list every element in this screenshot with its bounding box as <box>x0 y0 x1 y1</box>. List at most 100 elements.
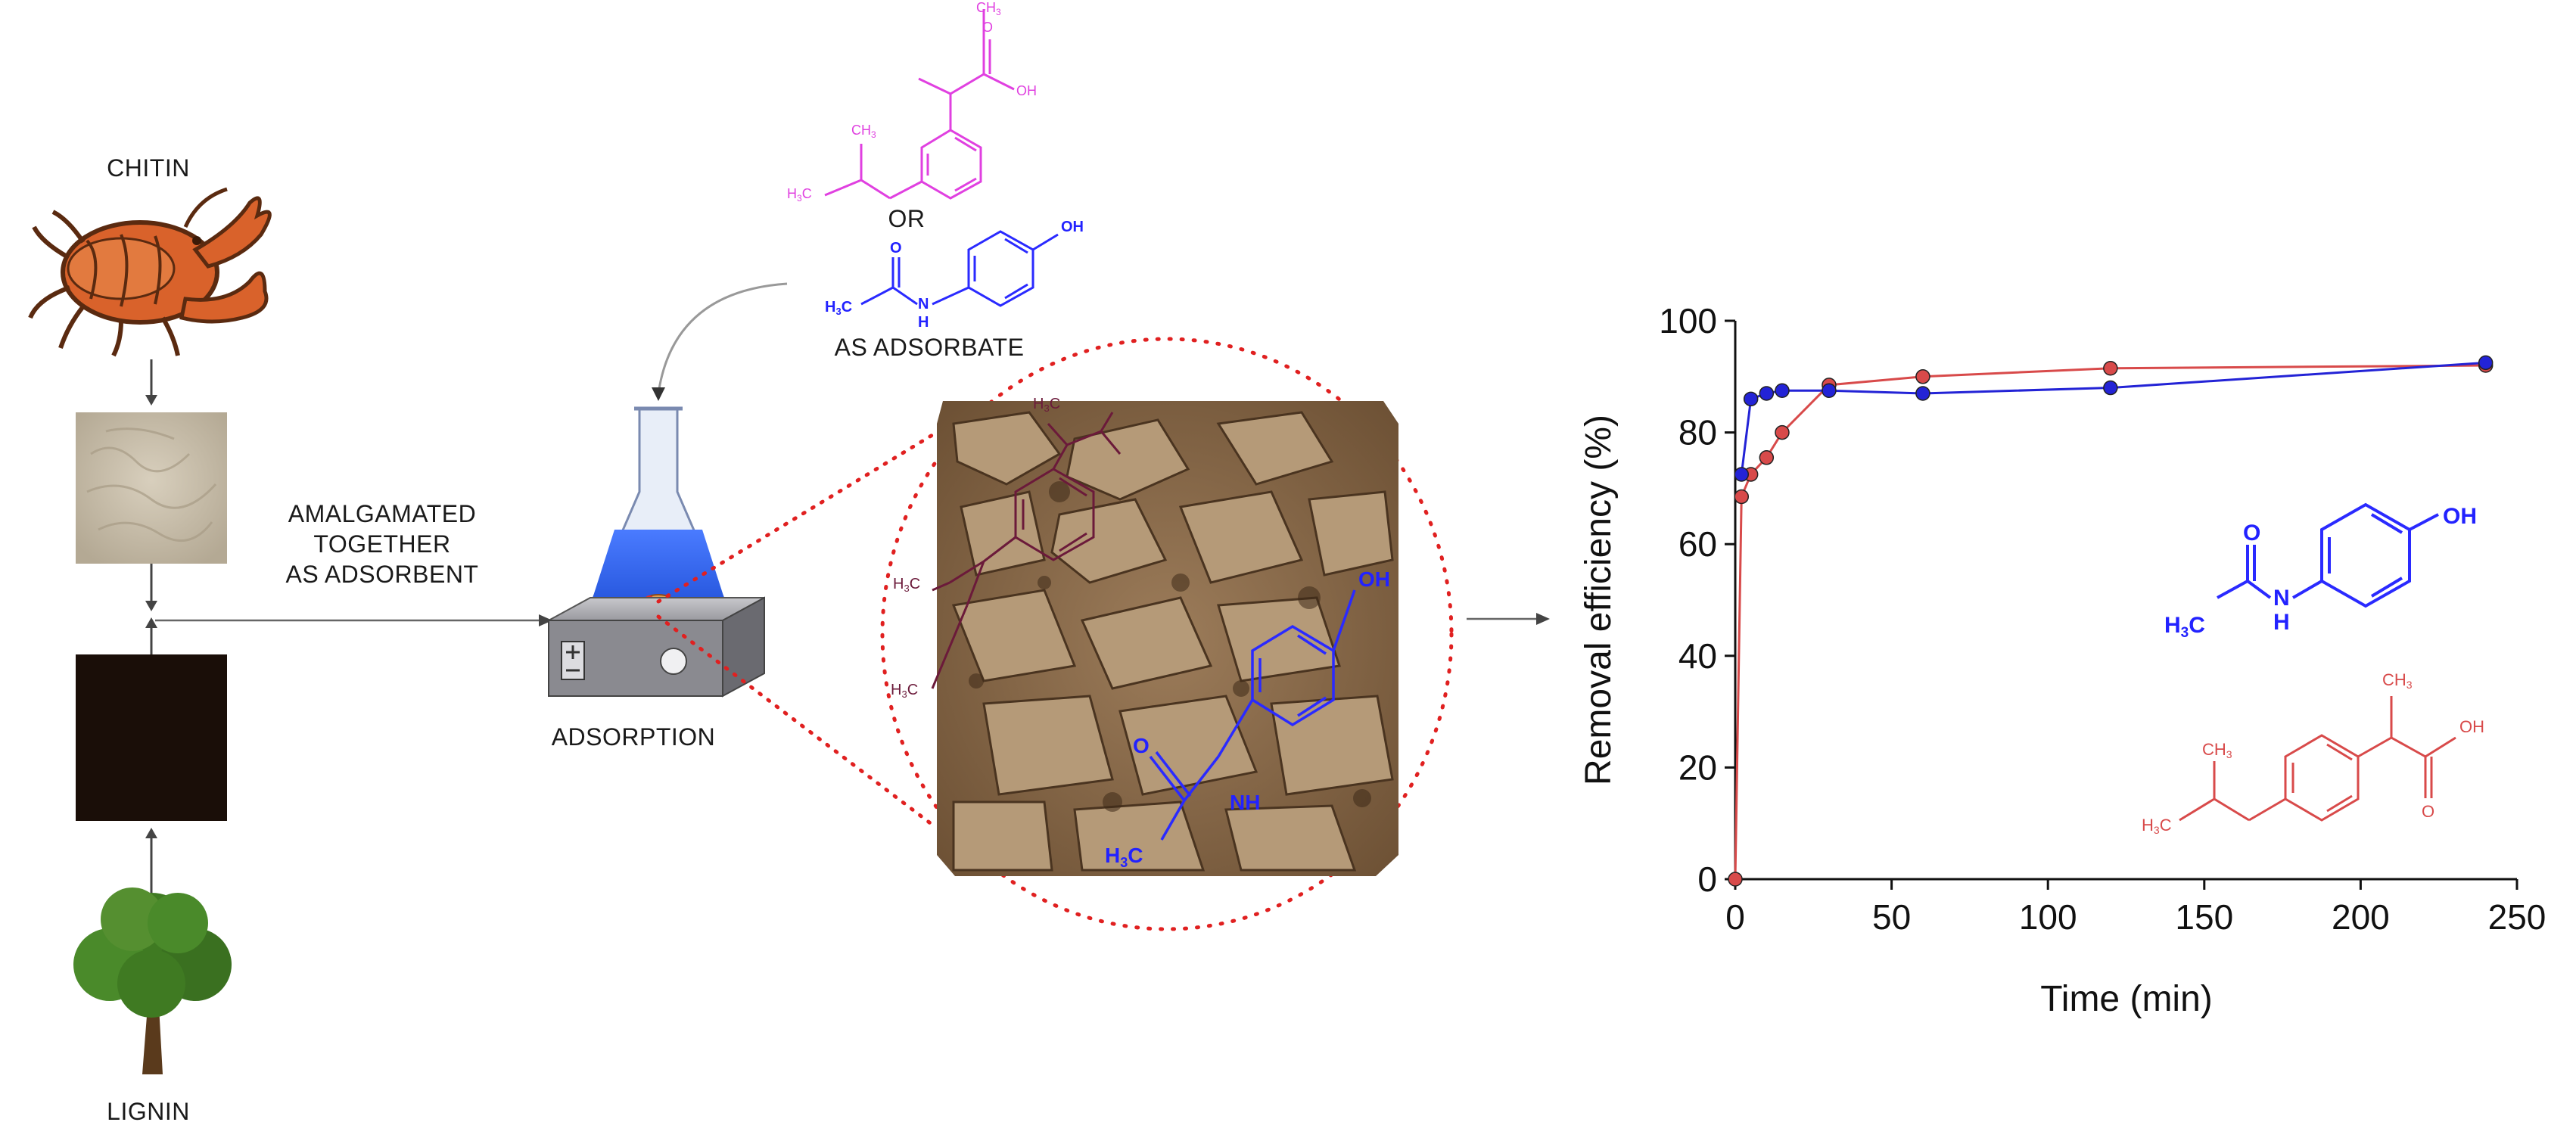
lobster-icon <box>28 187 272 357</box>
ibuprofen-overlay <box>949 412 1122 606</box>
arrowhead-lignin-up <box>145 617 157 628</box>
series-line-0 <box>1734 364 2486 880</box>
h3c-sub-2: 3 <box>835 306 841 317</box>
h3c-text: H <box>787 186 797 201</box>
svg-text:H3C: H3C <box>787 186 812 204</box>
h3c-sub-8: 3 <box>2154 824 2160 836</box>
amalgamated-line2: TOGETHER <box>313 530 450 558</box>
paracetamol-legend-labels: OH O N H H3C <box>2164 504 2477 641</box>
nh-label: NH <box>1230 791 1260 814</box>
x-tick-label: 150 <box>2175 897 2233 937</box>
adsorbent-micrograph <box>937 401 1398 876</box>
ibuprofen-top-labels: CH3 OH O CH3 H3C <box>787 0 1037 204</box>
h3c-text-3: H <box>1033 396 1044 412</box>
h3c-sub: 3 <box>797 193 802 204</box>
o-label: O <box>982 20 993 35</box>
x-tick-label: 50 <box>1872 897 1911 937</box>
h3c-text-2: H <box>825 299 835 316</box>
ibuprofen-legend-labels: CH3 OH O CH3 H3C <box>2142 670 2484 836</box>
y-tick-label: 80 <box>1678 413 1717 452</box>
oh-label-5: OH <box>2459 717 2484 736</box>
arrowhead-to-adsorption <box>539 614 552 626</box>
h3c-text-7: H <box>2164 613 2181 638</box>
svg-text:H3C: H3C <box>2164 613 2205 641</box>
svg-text:H3C: H3C <box>893 576 920 594</box>
series-1-point <box>1734 467 1750 482</box>
oh-label-2: OH <box>1061 219 1084 235</box>
h3c-c-3: C <box>1050 396 1060 412</box>
x-tick-label: 100 <box>2019 897 2077 937</box>
h3c-sub-5: 3 <box>901 689 907 700</box>
h3c-c-5: C <box>907 682 918 698</box>
h-label: H <box>918 314 929 331</box>
h3c-c: C <box>802 186 812 201</box>
o-label-5: O <box>2422 802 2434 821</box>
series-1-point <box>1822 383 1837 398</box>
y-tick-label: 0 <box>1697 859 1717 899</box>
oh-label-4: OH <box>2443 504 2477 529</box>
curved-arrow-to-flask <box>657 282 788 394</box>
h3c-text-8: H <box>2142 816 2154 835</box>
series-0-point <box>1759 450 1775 465</box>
ch3-text-3: CH <box>2382 670 2406 689</box>
svg-text:H3C: H3C <box>825 299 852 317</box>
ch3-text-4: CH <box>2202 740 2226 759</box>
paracetamol-overlay-labels: OH O NH H3C <box>1105 567 1390 870</box>
ch3-text-2: CH <box>851 123 871 138</box>
powder-texture <box>86 427 217 542</box>
lignin-label: LIGNIN <box>107 1098 190 1125</box>
svg-text:H3C: H3C <box>2142 816 2172 836</box>
o-label-3: O <box>1133 734 1150 757</box>
arrowhead-tree-to-lignin <box>145 828 157 838</box>
x-axis-label: Time (min) <box>2040 979 2213 1019</box>
ch3-text: CH <box>976 0 996 15</box>
ibuprofen-legend-molecule <box>2179 696 2456 822</box>
x-tick-label: 250 <box>2488 897 2546 937</box>
stirrer-plate <box>548 596 765 698</box>
zoom-line-top <box>656 433 935 604</box>
svg-text:H3C: H3C <box>1033 396 1060 414</box>
n-label-2: N <box>2273 586 2290 611</box>
series-0-point <box>1915 369 1930 384</box>
svg-text:H3C: H3C <box>891 682 918 700</box>
y-tick-label: 20 <box>1678 748 1717 787</box>
h-label-2: H <box>2273 610 2290 635</box>
adsorption-label: ADSORPTION <box>552 723 716 751</box>
h3c-text-4: H <box>893 576 904 592</box>
ch3-sub: 3 <box>996 7 1001 17</box>
h3c-text-6: H <box>1105 844 1120 867</box>
y-ticks: 0 20 40 60 80 100 <box>1659 301 1735 899</box>
svg-text:CH3: CH3 <box>2382 670 2413 691</box>
x-tick-label: 0 <box>1725 897 1745 937</box>
series-0-point <box>1775 424 1790 440</box>
h3c-sub-7: 3 <box>2181 625 2189 641</box>
svg-text:CH3: CH3 <box>851 123 876 140</box>
o-label-2: O <box>890 240 902 256</box>
amalgamated-line1: AMALGAMATED <box>288 500 477 527</box>
y-tick-label: 60 <box>1678 524 1717 564</box>
chitin-label: CHITIN <box>107 154 190 182</box>
series-0-point <box>2103 360 2118 376</box>
flask-icon <box>588 406 729 620</box>
oh-label-3: OH <box>1358 567 1390 591</box>
series-1-point <box>1915 386 1930 401</box>
y-tick-label: 40 <box>1678 636 1717 676</box>
h3c-c-2: C <box>842 299 852 316</box>
ibuprofen-overlay-labels: H3C H3C H3C <box>891 396 1060 700</box>
as-adsorbate-label: AS ADSORBATE <box>835 334 1025 361</box>
zoom-dotted-circle <box>880 337 1454 931</box>
ibuprofen-molecule-top <box>824 9 1015 200</box>
zoom-line-bottom <box>656 614 935 827</box>
ch3-sub-3: 3 <box>2406 679 2413 691</box>
series-layer <box>1728 355 2494 887</box>
series-1-point <box>1743 391 1759 407</box>
h3c-c-8: C <box>2160 816 2172 835</box>
series-line-1 <box>1740 361 2486 475</box>
ch3-sub-4: 3 <box>2226 748 2232 760</box>
arrowhead-to-chart <box>1536 613 1550 625</box>
y-tick-label: 100 <box>1659 301 1717 340</box>
ch3-sub-2: 3 <box>871 129 876 140</box>
or-label: OR <box>888 205 926 232</box>
